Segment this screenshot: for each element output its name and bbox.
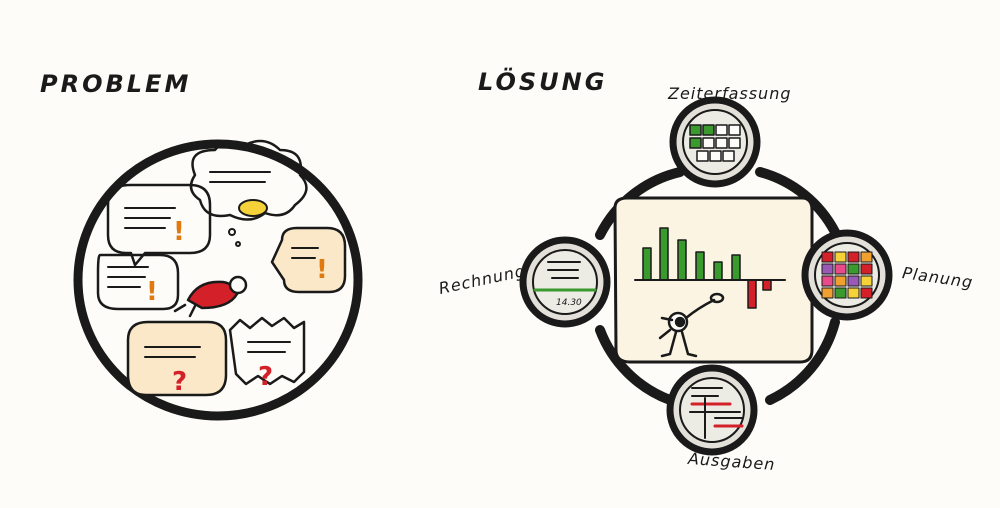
problem-illustration: ! ! ! ? ? [73, 139, 363, 421]
invoice-amount: 14.30 [556, 298, 582, 308]
speech-bubble [106, 183, 212, 267]
exclamation-icon: ! [173, 217, 185, 247]
lightbulb-icon [238, 199, 268, 217]
solution-heading: LÖSUNG [478, 68, 608, 96]
bar-chart [634, 227, 786, 309]
exclamation-icon: ! [316, 255, 328, 285]
time-tracking-label: Zeiterfassung [668, 84, 792, 103]
speech-bubble [126, 320, 228, 397]
ring-segment [755, 167, 840, 237]
problem-heading: PROBLEM [40, 70, 192, 98]
planning-grid [821, 251, 873, 299]
robot-figure [658, 292, 725, 358]
calendar-grid [689, 124, 741, 162]
invoice-lines [533, 261, 597, 292]
speech-bubble [228, 316, 306, 386]
ring-segment [595, 167, 685, 240]
receipt-lines [689, 387, 744, 439]
ring-segment [595, 325, 675, 405]
ring-segment [765, 317, 840, 405]
thought-cloud [189, 139, 308, 221]
question-mark-icon: ? [258, 362, 273, 392]
exclamation-icon: ! [146, 277, 158, 307]
question-mark-icon: ? [172, 367, 187, 397]
speech-bubble [96, 253, 180, 311]
speech-bubble [270, 226, 347, 294]
solution-illustration: 14.30 [519, 96, 893, 456]
